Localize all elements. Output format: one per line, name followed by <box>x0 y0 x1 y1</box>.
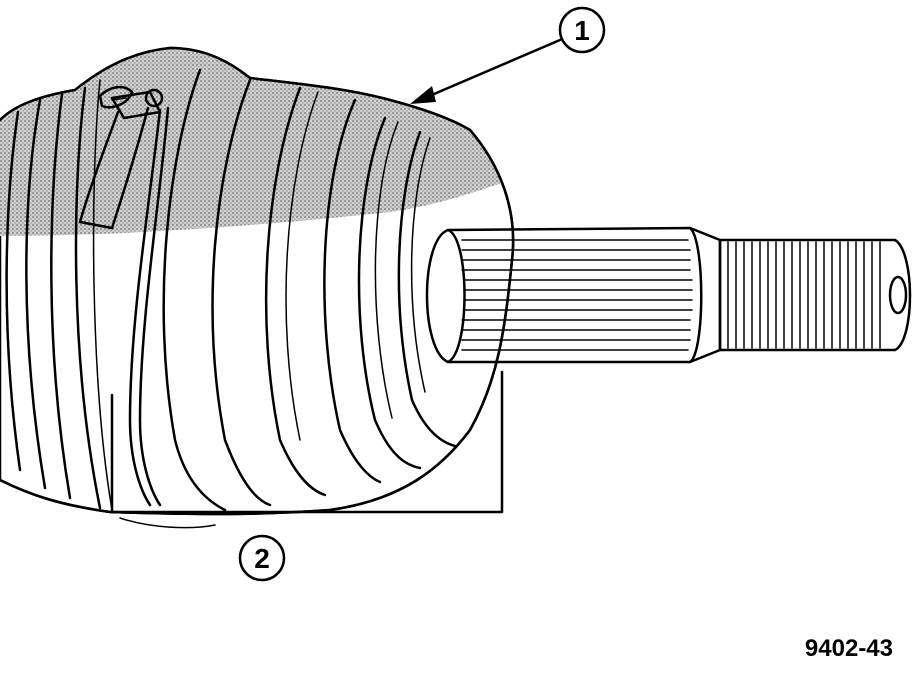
boot-clamp <box>78 85 170 507</box>
thread-section <box>718 238 912 352</box>
figure-number: 9402-43 <box>805 635 893 662</box>
stub-shaft <box>425 226 912 364</box>
callout-1-label: 1 <box>574 15 590 46</box>
callout-1-arrowhead <box>410 86 436 104</box>
callout-2: 2 <box>238 534 286 582</box>
spline-teeth <box>461 239 693 351</box>
measurement-bracket <box>110 370 504 529</box>
thread-lines <box>727 241 881 349</box>
boot-rings <box>162 68 457 512</box>
boot-convolutions <box>5 79 113 511</box>
callout-2-label: 2 <box>254 543 270 574</box>
spline-section <box>425 226 703 364</box>
callout-1: 1 <box>410 6 606 104</box>
shaft-end-hole <box>888 275 908 315</box>
